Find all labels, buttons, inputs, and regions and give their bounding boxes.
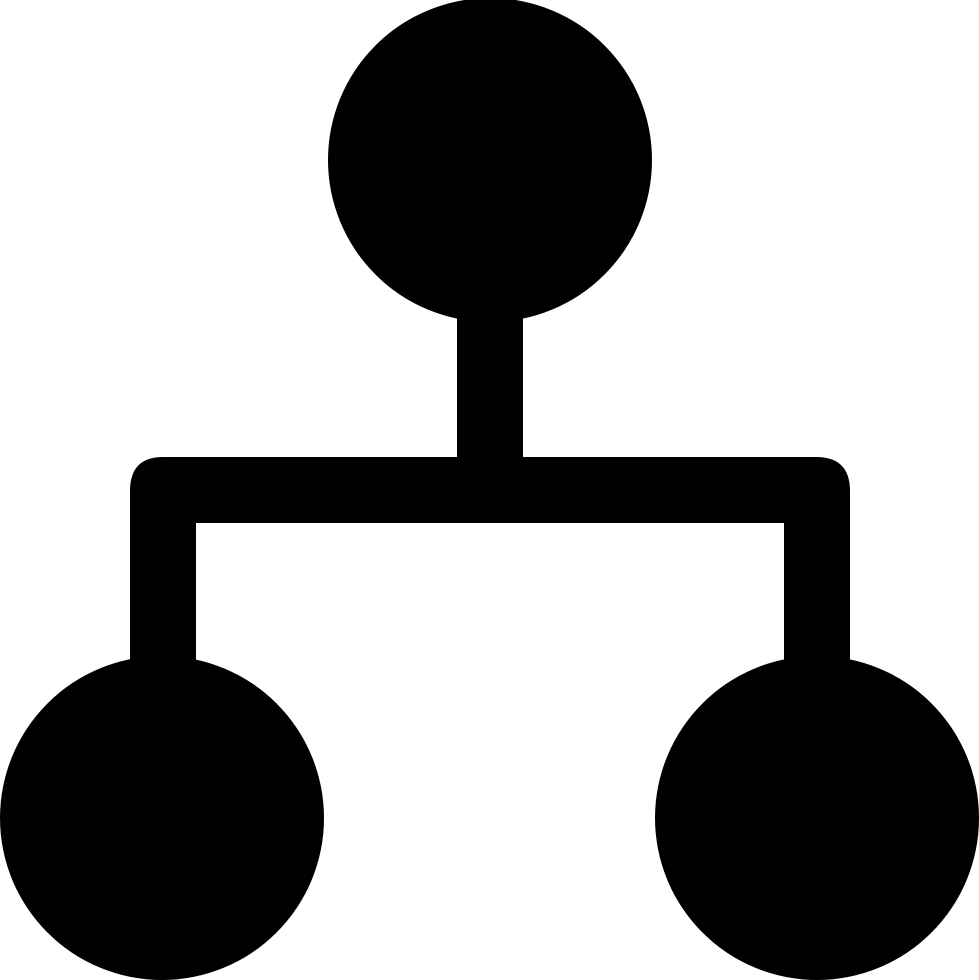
bottom-left-node-circle [0, 656, 324, 980]
connector-line [130, 457, 850, 680]
top-stem-line [457, 300, 523, 475]
bottom-right-node-circle [655, 656, 979, 980]
top-node-circle [328, 0, 652, 322]
